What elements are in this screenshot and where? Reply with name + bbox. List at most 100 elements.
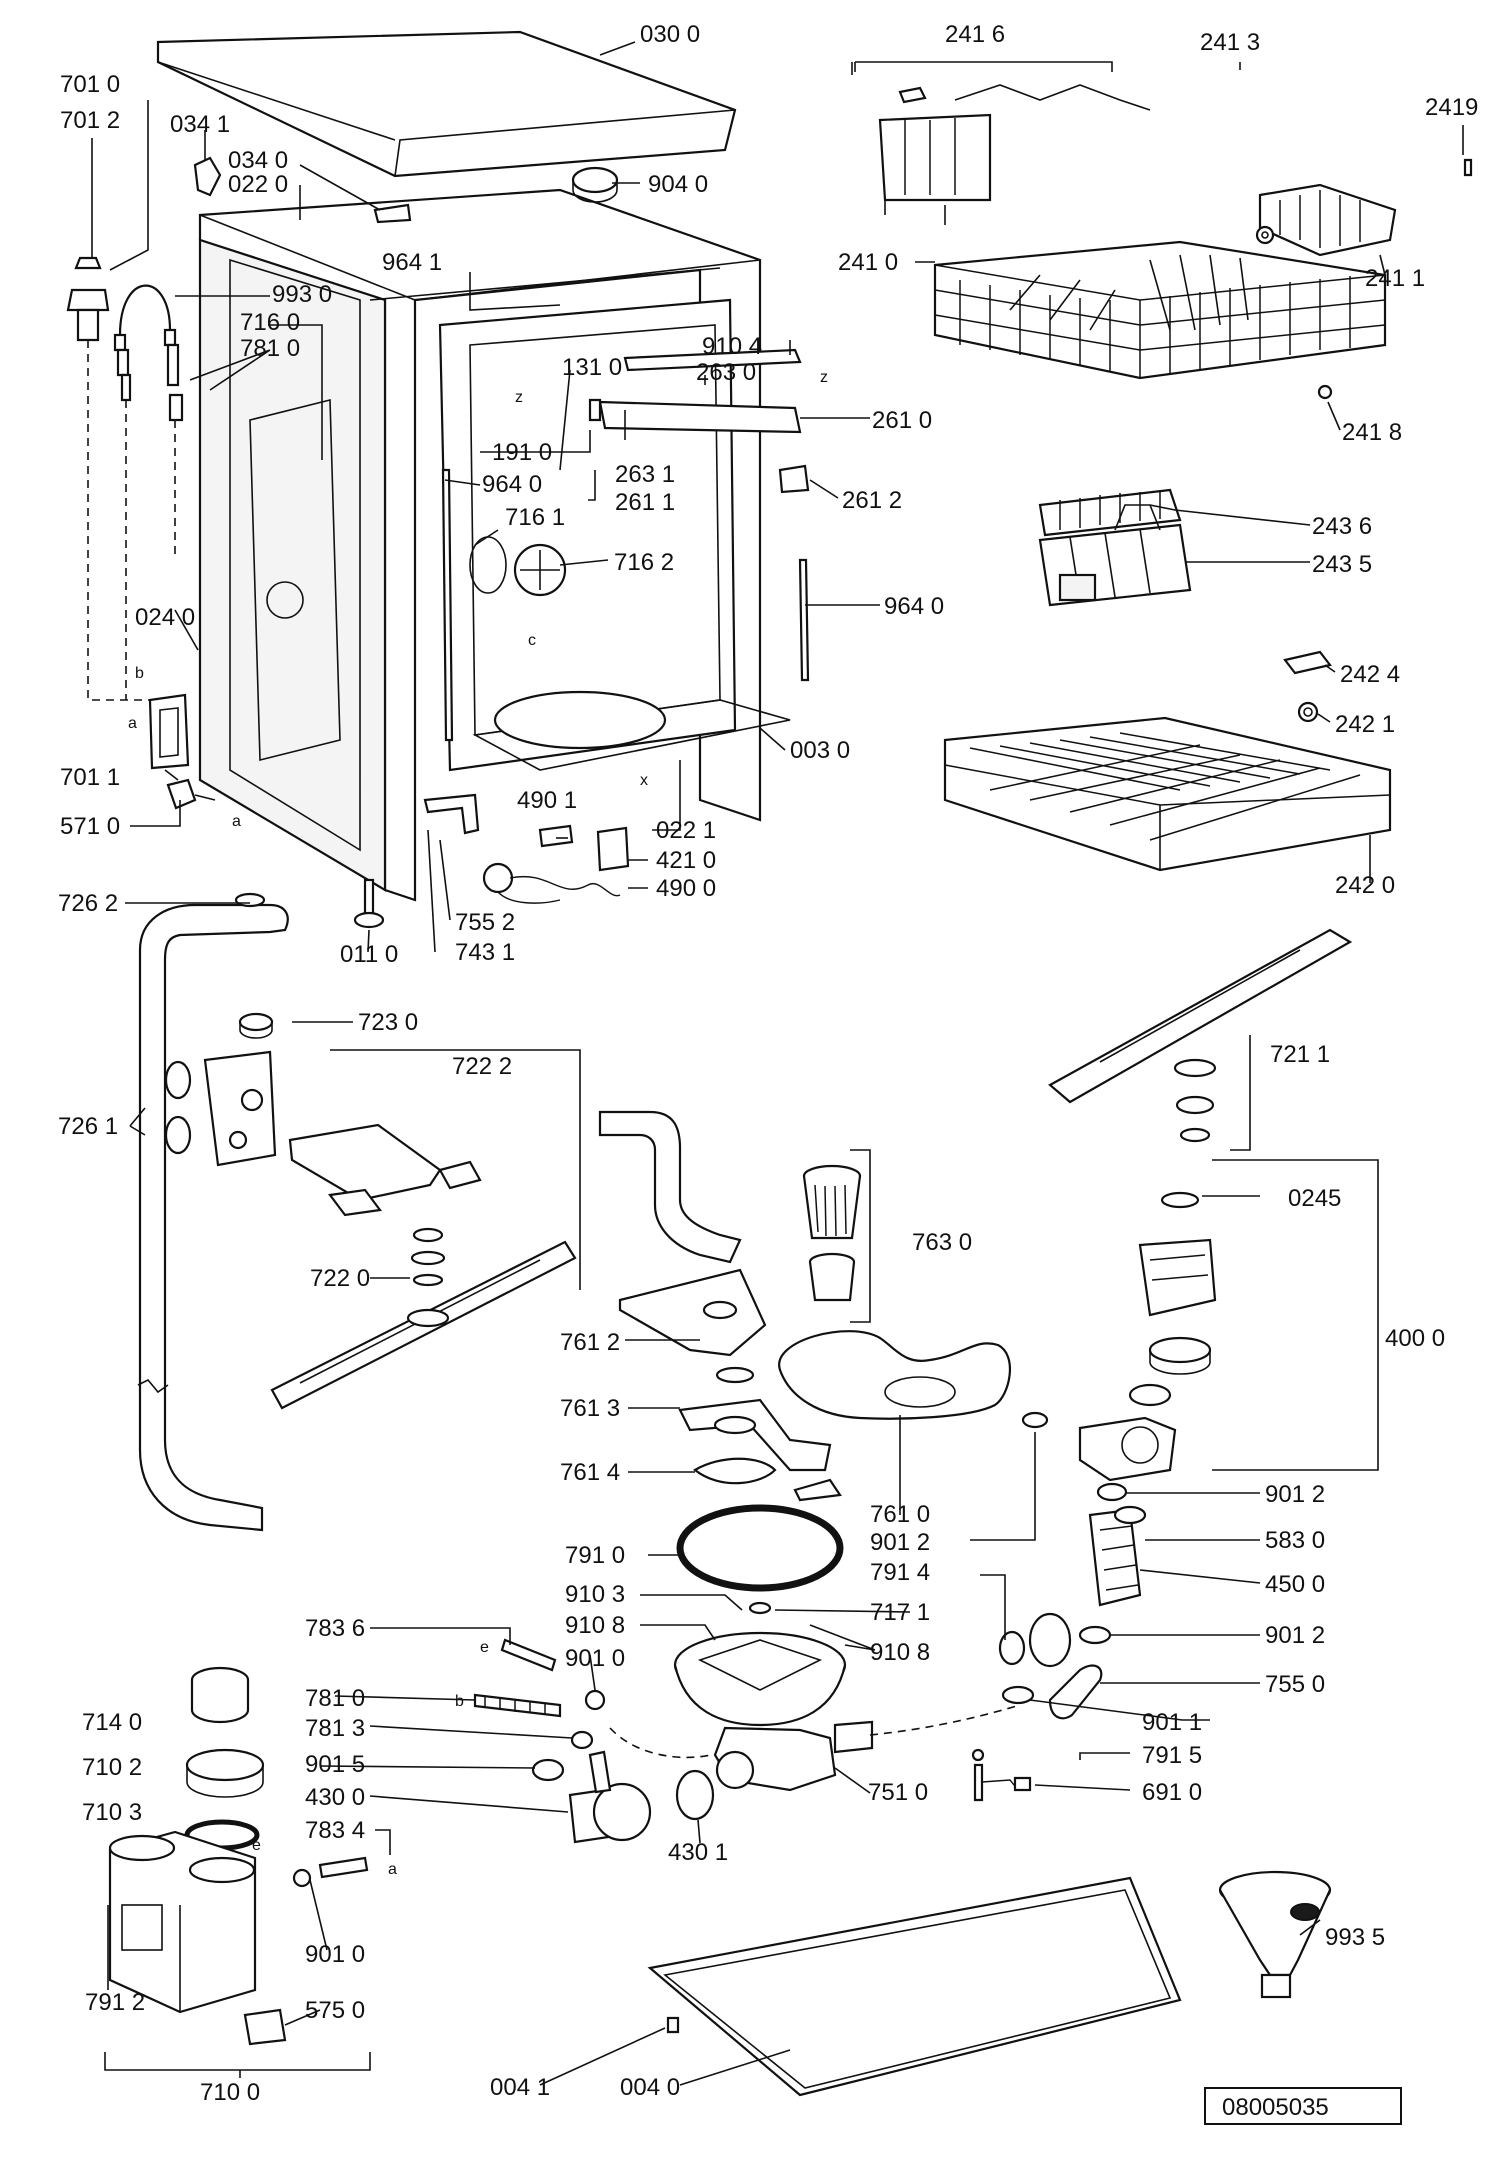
callout-241-3: 241 3	[1200, 29, 1260, 56]
callout-910-3: 910 3	[565, 1581, 625, 1608]
callout-993-5: 993 5	[1325, 1924, 1385, 1951]
callout-964-0-left: 964 0	[482, 471, 542, 498]
callout-583-0: 583 0	[1265, 1527, 1325, 1554]
callout-034-0: 034 0	[228, 147, 288, 174]
callout-716-2: 716 2	[614, 549, 674, 576]
callout-003-0: 003 0	[790, 737, 850, 764]
callout-243-5: 243 5	[1312, 551, 1372, 578]
sump-7510	[609, 1631, 1021, 1792]
callout-783-6: 783 6	[305, 1615, 365, 1642]
callout-243-6: 243 6	[1312, 513, 1372, 540]
clip-9010	[584, 1689, 606, 1711]
callout-726-1: 726 1	[58, 1113, 118, 1140]
callout-783-4: 783 4	[305, 1817, 365, 1844]
callout-575-0: 575 0	[305, 1997, 365, 2024]
clamp-9015	[531, 1758, 565, 1782]
motor-pump-4000	[1078, 1238, 1217, 1482]
valve-5710	[166, 778, 216, 810]
callout-011-0: 011 0	[340, 941, 398, 968]
callout-261-1: 261 1	[615, 489, 675, 516]
microfilter-7630	[802, 1164, 862, 1302]
clamp-5830	[1113, 1505, 1147, 1525]
marker-e: e	[480, 1639, 489, 1656]
callout-791-5: 791 5	[1142, 1742, 1202, 1769]
callout-781-0-low: 781 0	[305, 1685, 365, 1712]
clamp-9012-low	[1078, 1625, 1112, 1645]
document-number: 08005035	[1222, 2094, 1329, 2121]
callout-791-4: 791 4	[870, 1559, 930, 1586]
callout-430-1: 430 1	[668, 1839, 728, 1866]
rail-clips-2416	[878, 84, 1151, 225]
callout-901-2-mid: 901 2	[870, 1529, 930, 1556]
callout-791-0: 791 0	[565, 1542, 625, 1569]
cup-rack-2411	[1258, 183, 1397, 257]
callout-791-2: 791 2	[85, 1989, 145, 2016]
marker-b: b	[455, 1693, 464, 1710]
lower-spray-arm	[270, 1240, 577, 1410]
callout-022-0: 022 0	[228, 171, 288, 198]
callout-901-5: 901 5	[305, 1751, 365, 1778]
heater-4500	[1088, 1508, 1142, 1607]
callout-761-2: 761 2	[560, 1329, 620, 1356]
callout-490-1: 490 1	[517, 787, 577, 814]
callout-910-8-left: 910 8	[565, 1612, 625, 1639]
callout-901-0-top: 901 0	[565, 1645, 625, 1672]
callout-004-1: 004 1	[490, 2074, 550, 2101]
callout-761-3: 761 3	[560, 1395, 620, 1422]
cap-7171	[748, 1601, 772, 1615]
callout-910-8-right: 910 8	[870, 1639, 930, 1666]
base-plate-0040	[647, 1876, 1182, 2097]
callout-710-3: 710 3	[82, 1799, 142, 1826]
hose-7813	[570, 1730, 594, 1750]
sump-ring-7910	[676, 1504, 844, 1592]
bracket-0340	[373, 203, 412, 224]
clamp-9012-mid	[1021, 1411, 1049, 1429]
callout-761-0: 761 0	[870, 1501, 930, 1528]
coarse-filter-7612	[618, 1268, 767, 1357]
callout-263-1: 263 1	[615, 461, 675, 488]
gasket-4301	[675, 1769, 715, 1821]
drain-pump-4300	[568, 1750, 652, 1844]
nut-7230	[238, 1012, 274, 1039]
small-clip-0341	[193, 156, 222, 197]
screw-0041	[666, 2016, 680, 2034]
gasket-7914	[998, 1630, 1026, 1666]
flat-filter-7610	[778, 1330, 1012, 1420]
pin-2419	[1463, 158, 1473, 177]
sump-bracket-7613	[678, 1366, 832, 1472]
callout-717-1: 717 1	[870, 1599, 930, 1626]
callout-241-1: 241 1	[1365, 265, 1425, 292]
nipple-7834	[292, 1856, 369, 1888]
callout-421-0: 421 0	[656, 847, 716, 874]
lower-spray-arm-7222	[288, 1123, 482, 1217]
callout-263-0: 263 0	[696, 359, 756, 386]
upper-spray-arm-7211	[1048, 928, 1353, 1104]
callout-722-2: 722 2	[452, 1053, 512, 1080]
callout-labels: 030 0 701 0 701 2 034 1 034 0 022 0 904 …	[58, 21, 1478, 2106]
wheel-2418	[1317, 384, 1333, 400]
gasket-7614	[693, 1457, 842, 1502]
callout-964-0-right: 964 0	[884, 593, 944, 620]
connection-markers: b a a c x z z e b e a	[128, 369, 828, 1878]
top-plug	[571, 166, 619, 203]
callout-726-2: 726 2	[58, 890, 118, 917]
callout-716-0: 716 0	[240, 309, 300, 336]
hub-stack-7220	[410, 1227, 446, 1287]
callout-241-0: 241 0	[838, 249, 898, 276]
callout-242-0: 242 0	[1335, 872, 1395, 899]
callout-901-1: 901 1	[1142, 1709, 1202, 1736]
softener-cap-7140	[190, 1666, 250, 1724]
callout-0245: 0245	[1288, 1185, 1341, 1212]
callout-901-0-low: 901 0	[305, 1941, 365, 1968]
supply-pipe-7261	[137, 892, 289, 1532]
funnel-9935	[1218, 1870, 1332, 1999]
callout-490-0: 490 0	[656, 875, 716, 902]
marker-e: e	[252, 1837, 261, 1854]
callout-722-0: 722 0	[310, 1265, 370, 1292]
callout-034-1: 034 1	[170, 111, 230, 138]
callout-723-0: 723 0	[358, 1009, 418, 1036]
callout-241-8: 241 8	[1342, 419, 1402, 446]
heater-connectors	[482, 824, 630, 904]
callout-781-3: 781 3	[305, 1715, 365, 1742]
